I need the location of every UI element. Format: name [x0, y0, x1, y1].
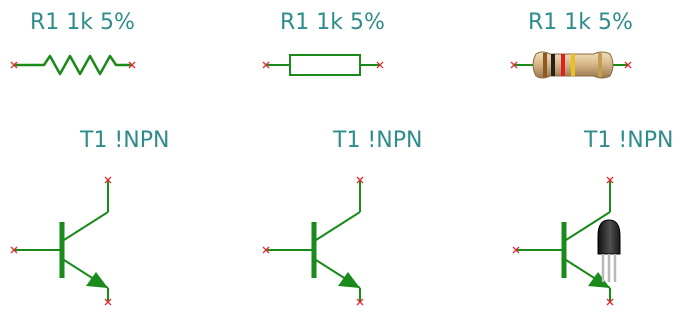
npn-transistor-icon[interactable] — [262, 170, 372, 310]
pin-marker[interactable] — [104, 176, 112, 184]
pin-marker[interactable] — [624, 61, 632, 69]
npn-transistor-to92-icon[interactable] — [512, 170, 622, 310]
pin-marker[interactable] — [104, 298, 112, 306]
resistor-label: R1 1k 5% — [30, 10, 135, 35]
resistor-zigzag-icon[interactable] — [10, 50, 140, 80]
pin-marker[interactable] — [606, 176, 614, 184]
pin-marker[interactable] — [128, 61, 136, 69]
resistor-realistic-icon[interactable] — [510, 46, 640, 84]
pin-marker[interactable] — [606, 298, 614, 306]
npn-transistor-icon[interactable] — [10, 170, 120, 310]
pin-marker[interactable] — [512, 246, 520, 254]
to92-package-icon — [597, 219, 621, 282]
pin-marker[interactable] — [262, 61, 270, 69]
pin-marker[interactable] — [510, 61, 518, 69]
transistor-label: T1 !NPN — [333, 128, 423, 153]
pin-marker[interactable] — [376, 61, 384, 69]
pin-marker[interactable] — [356, 298, 364, 306]
pin-marker[interactable] — [10, 61, 18, 69]
resistor-label: R1 1k 5% — [280, 10, 385, 35]
pin-marker[interactable] — [10, 246, 18, 254]
pin-marker[interactable] — [262, 246, 270, 254]
resistor-label: R1 1k 5% — [528, 10, 633, 35]
pin-marker[interactable] — [356, 176, 364, 184]
transistor-label: T1 !NPN — [80, 128, 170, 153]
transistor-label: T1 !NPN — [584, 128, 674, 153]
resistor-rectangle-icon[interactable] — [262, 50, 392, 80]
